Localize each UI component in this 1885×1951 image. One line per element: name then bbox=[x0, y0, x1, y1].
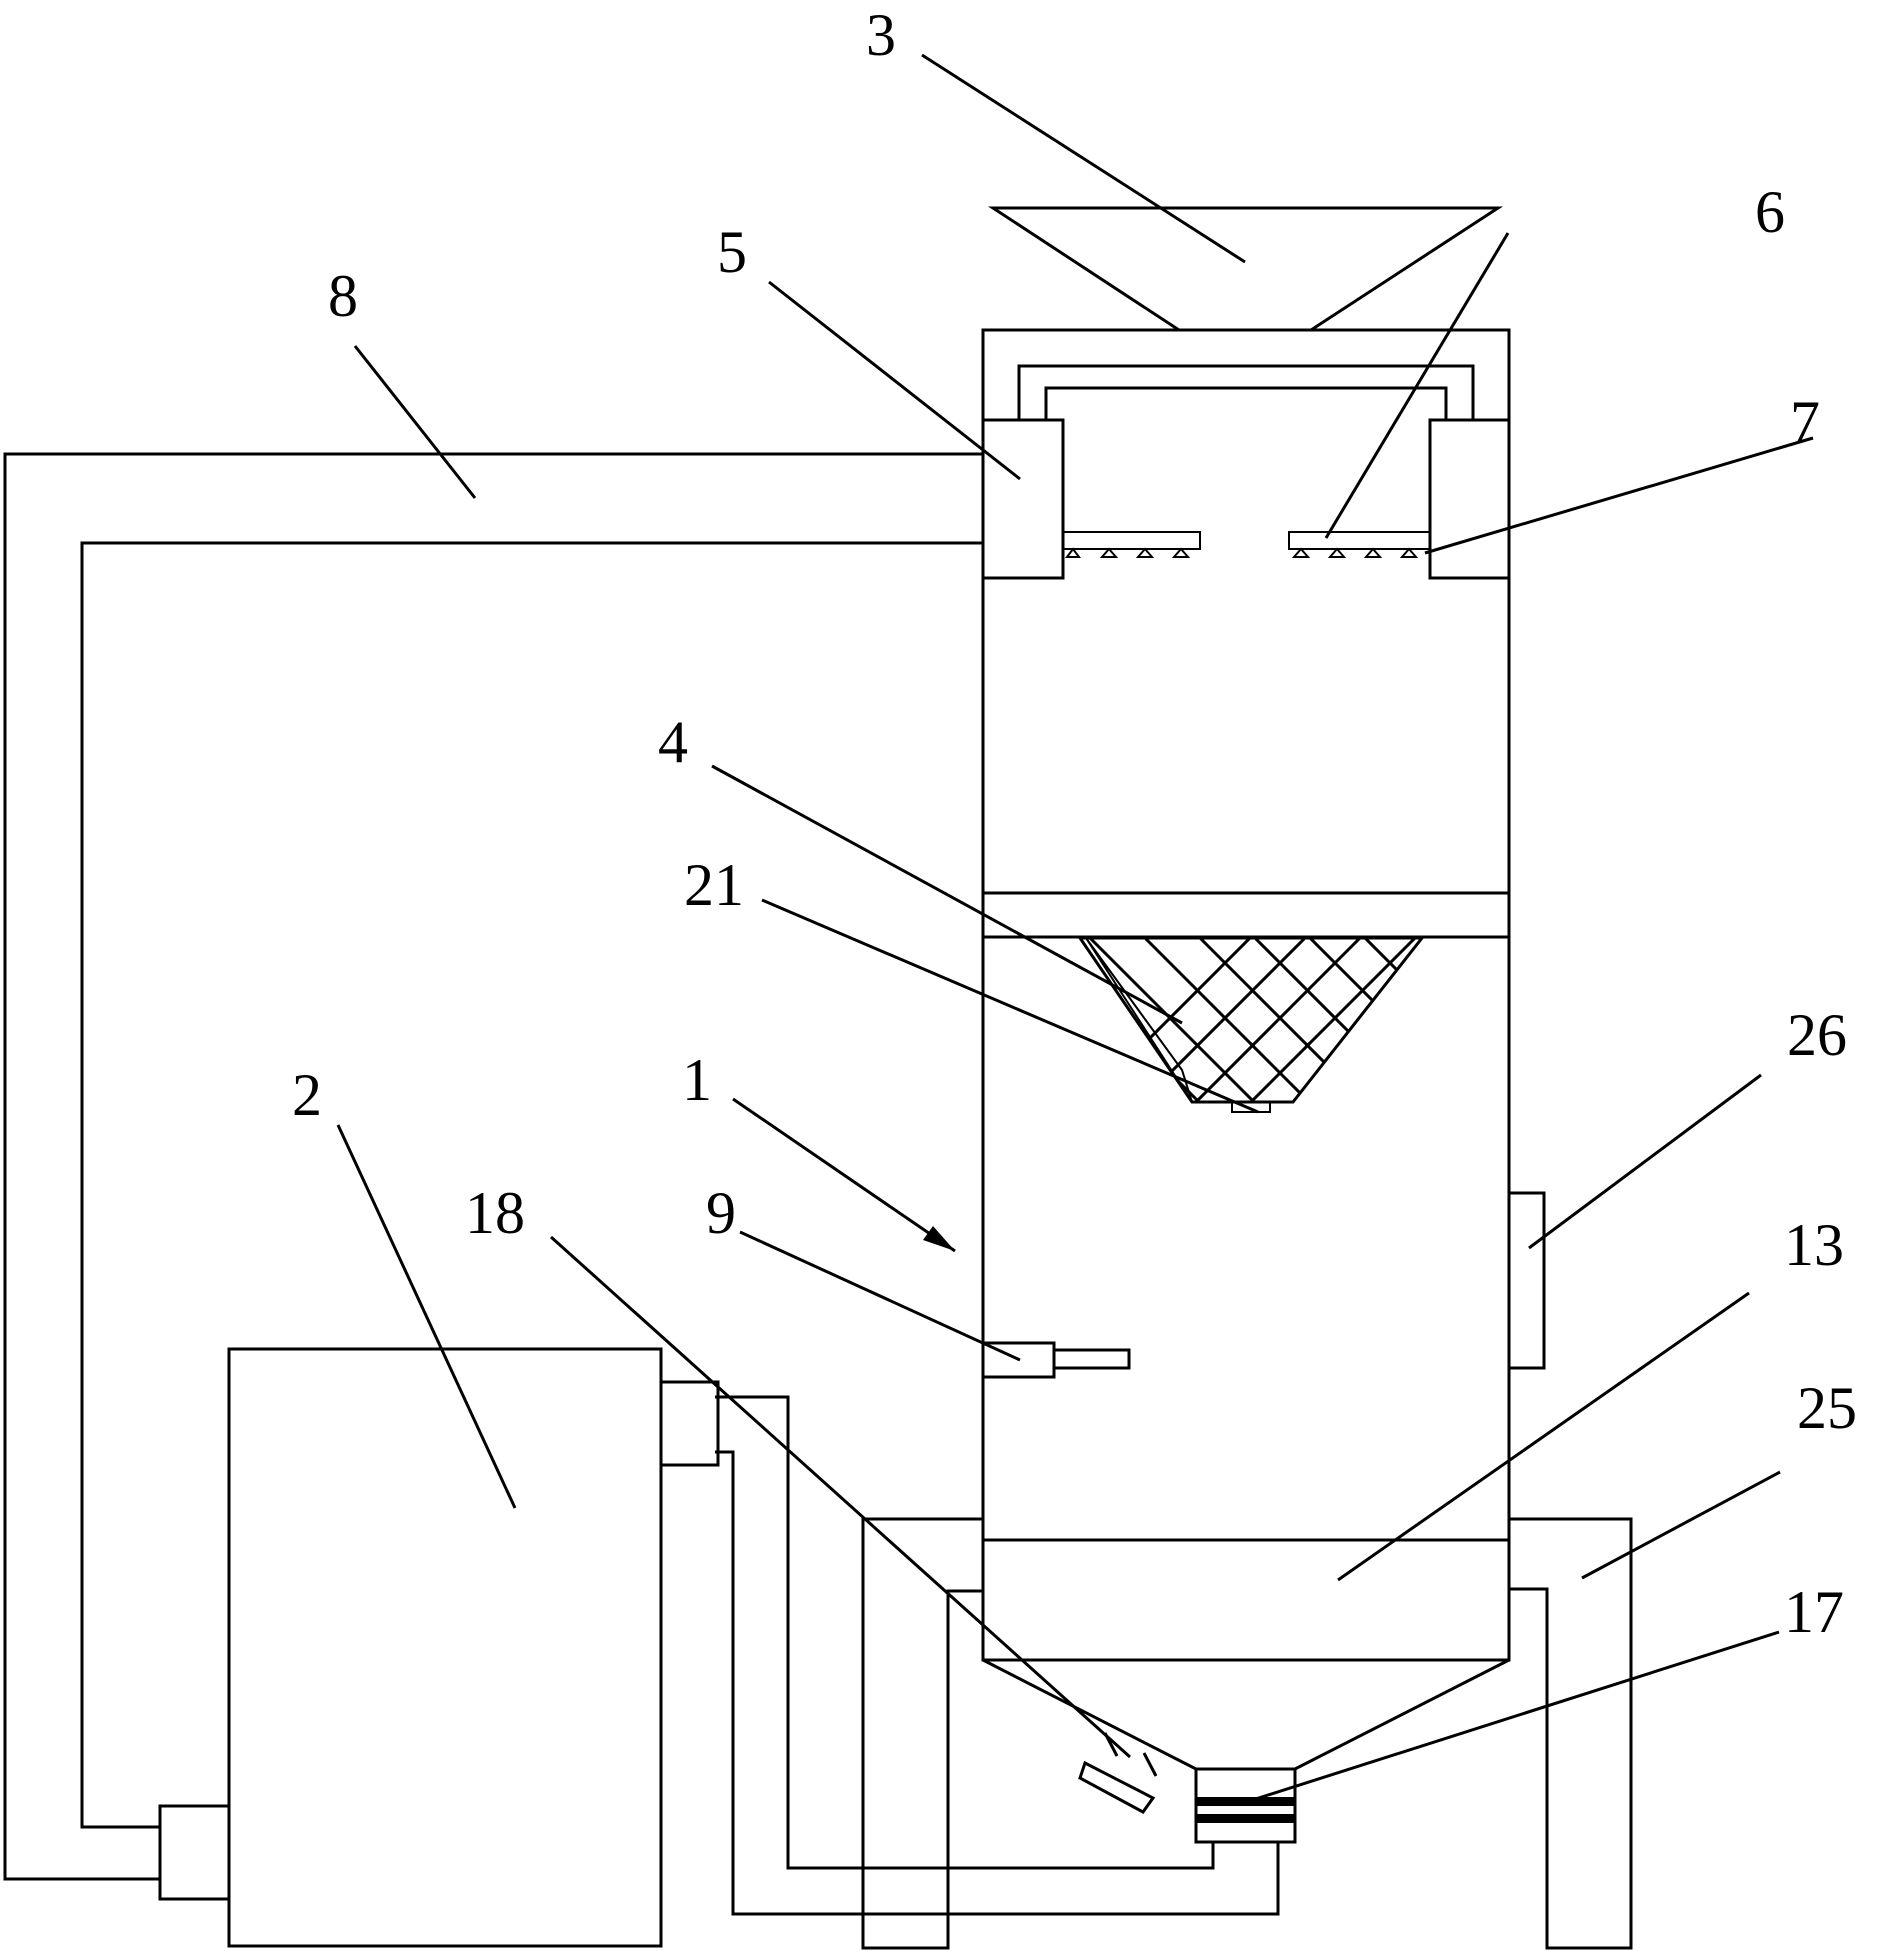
label-25: 25 bbox=[1797, 1375, 1857, 1441]
label-13: 13 bbox=[1784, 1212, 1844, 1278]
feed-hopper bbox=[987, 206, 1504, 332]
label-21: 21 bbox=[684, 852, 744, 918]
return-piping bbox=[715, 1395, 1280, 1916]
label-6: 6 bbox=[1755, 179, 1785, 245]
supply-pipe bbox=[3, 452, 983, 1881]
label-7: 7 bbox=[1790, 389, 1820, 455]
filter-cone bbox=[1077, 936, 1426, 1113]
label-26: 26 bbox=[1787, 1002, 1847, 1068]
label-17: 17 bbox=[1784, 1579, 1844, 1645]
outlet-valve bbox=[1194, 1767, 1297, 1844]
label-4: 4 bbox=[658, 709, 688, 775]
right-side-block bbox=[1428, 418, 1511, 580]
label-18: 18 bbox=[465, 1180, 525, 1246]
support-legs bbox=[861, 1517, 1633, 1950]
label-2: 2 bbox=[292, 1062, 322, 1128]
label-1: 1 bbox=[682, 1047, 712, 1113]
side-window bbox=[1507, 1191, 1546, 1370]
label-5: 5 bbox=[717, 219, 747, 285]
label-8: 8 bbox=[328, 263, 358, 329]
spray-bar-left bbox=[1062, 531, 1201, 558]
spray-bar-right bbox=[1288, 531, 1431, 558]
water-tank bbox=[158, 1347, 720, 1948]
label-9: 9 bbox=[706, 1180, 736, 1246]
top-inner-duct bbox=[1017, 364, 1475, 420]
left-side-block bbox=[981, 418, 1065, 580]
bottom-funnel bbox=[982, 1658, 1510, 1771]
probe bbox=[981, 1341, 1131, 1379]
leader-lines bbox=[336, 53, 1814, 1806]
label-3: 3 bbox=[866, 2, 896, 68]
